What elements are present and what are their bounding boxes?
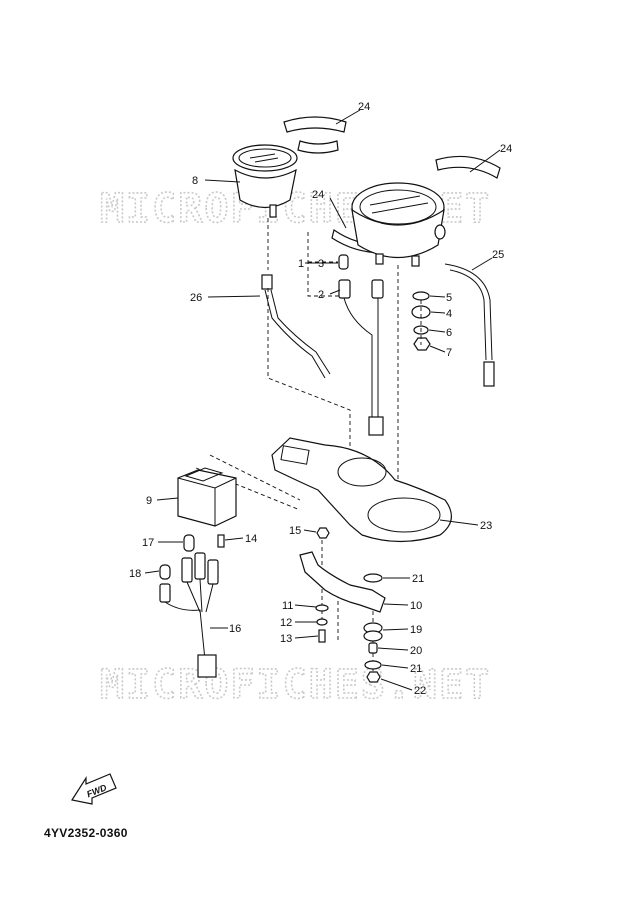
tachometer-cable-part-26 (261, 274, 331, 379)
bolt-part-13 (318, 629, 326, 643)
bulb-part-18 (159, 564, 171, 580)
callout-24-c: 24 (312, 189, 324, 201)
callout-6: 6 (446, 327, 452, 339)
grommet-part-19 (363, 622, 383, 642)
callout-9: 9 (146, 495, 152, 507)
callout-18: 18 (129, 568, 141, 580)
callout-4: 4 (446, 308, 452, 320)
tachometer-part-8 (232, 144, 298, 218)
indicator-box-part-9 (177, 467, 237, 527)
band-part-24-b (435, 155, 501, 179)
callout-1: 1 (298, 258, 304, 270)
callout-16: 16 (229, 623, 241, 635)
speedometer-unit (351, 182, 446, 267)
callout-8: 8 (192, 175, 198, 187)
callout-17: 17 (142, 537, 154, 549)
callout-3: 3 (318, 258, 324, 270)
callout-7: 7 (446, 347, 452, 359)
socket-part-2 (338, 279, 384, 299)
watermark-bottom: MICROFICHES.NET (100, 662, 491, 708)
callout-10: 10 (410, 600, 422, 612)
callout-20: 20 (410, 645, 422, 657)
callout-19: 19 (410, 624, 422, 636)
callout-13: 13 (280, 633, 292, 645)
bulb-part-3 (338, 254, 349, 270)
collar-part-20 (368, 642, 378, 654)
bracket-part-10 (299, 551, 386, 613)
callout-25: 25 (492, 249, 504, 261)
washer-part-21-upper (363, 573, 383, 583)
grommet-part-5 (412, 291, 430, 301)
meter-bracket-part-23 (271, 437, 452, 543)
callout-21-upper: 21 (412, 573, 424, 585)
callout-22: 22 (414, 685, 426, 697)
washer-part-11 (315, 604, 329, 612)
forward-direction-arrow: FWD (71, 773, 117, 805)
bulb-part-17 (183, 534, 195, 552)
callout-24-a: 24 (358, 101, 370, 113)
callout-2: 2 (318, 289, 324, 301)
callout-5: 5 (446, 292, 452, 304)
callout-15: 15 (289, 525, 301, 537)
callout-21-lower: 21 (410, 663, 422, 675)
speedometer-cable-part-25 (444, 263, 495, 387)
washer-part-12 (316, 618, 328, 626)
harness-part-16 (159, 552, 219, 678)
nut-part-7 (413, 337, 431, 351)
callout-11: 11 (282, 600, 293, 612)
washer-part-21-lower (364, 660, 382, 670)
screw-part-14 (217, 534, 225, 548)
callout-23: 23 (480, 520, 492, 532)
callout-14: 14 (245, 533, 257, 545)
nut-part-15 (316, 527, 330, 539)
nut-part-22 (366, 671, 381, 683)
callout-26: 26 (190, 292, 202, 304)
speedometer-harness (343, 297, 384, 436)
drawing-code: 4YV2352-0360 (44, 826, 128, 840)
callout-12: 12 (280, 617, 292, 629)
band-part-24-a (283, 116, 347, 154)
callout-24-b: 24 (500, 143, 512, 155)
